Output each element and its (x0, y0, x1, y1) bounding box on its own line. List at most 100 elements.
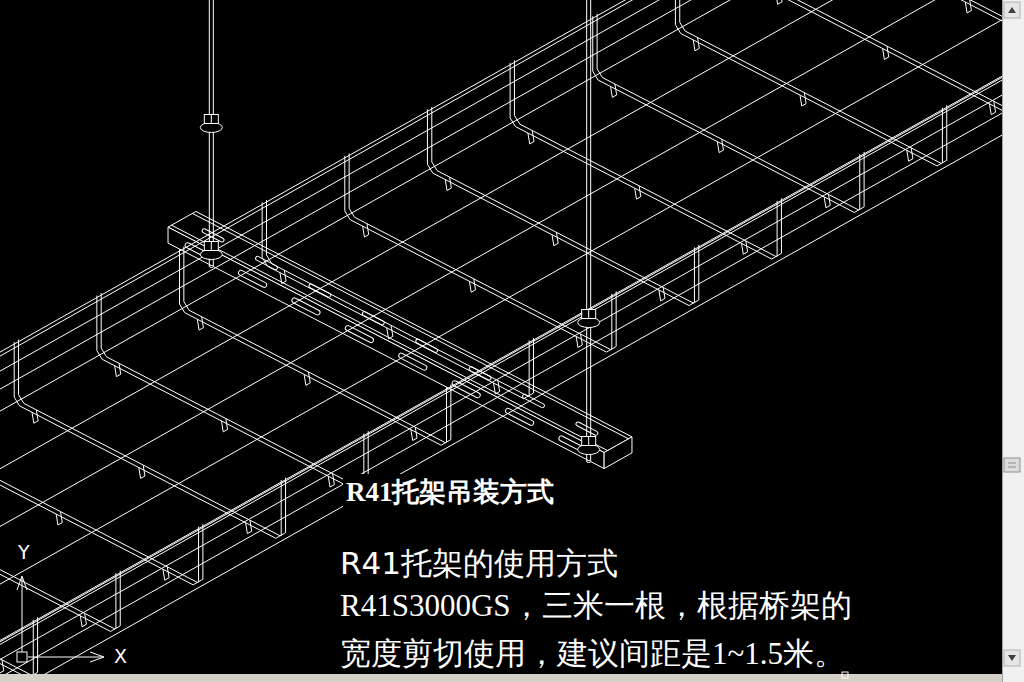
tray-bottom-bend (552, 232, 558, 245)
threaded-rod (213, 0, 214, 266)
threaded-rod (586, 0, 587, 462)
axis-label: Y (18, 541, 30, 563)
tray-bottom-bend (328, 474, 334, 487)
scrollbar-border (1002, 0, 1003, 682)
tray-longitudinal-wire (0, 0, 945, 621)
tray-longitudinal-wire (0, 0, 1002, 674)
tray-cross-wire (923, 0, 1002, 26)
hex-nut-edge (211, 241, 212, 250)
tray-bottom-bend (742, 241, 748, 254)
tray-cross-wire (345, 156, 612, 352)
tray-cross-wire (0, 435, 116, 631)
tray-cross-wire (267, 200, 534, 396)
hex-nut-edge (211, 114, 212, 123)
tray-cross-wire (0, 389, 199, 585)
tray-bottom-bend (693, 37, 699, 50)
bracket-slot (455, 383, 478, 395)
tray-bottom-bend (717, 139, 723, 152)
note-body: R41S3000GS，三米一根，根据桥架的 宽度剪切使用，建议间距是1~1.5米… (340, 582, 940, 678)
tray-bottom-bend (494, 381, 500, 394)
tray-cross-wire (841, 0, 1002, 73)
rod-end (209, 265, 213, 267)
tray-bottom-bend (246, 520, 252, 533)
axis-label: X (114, 645, 127, 667)
tray-longitudinal-wire (0, 0, 1002, 674)
tray-bottom-bend (528, 131, 534, 144)
scroll-grip (1008, 463, 1016, 464)
tray-bottom-bend (989, 101, 995, 114)
scroll-grip (1008, 467, 1016, 468)
bracket-slot (348, 328, 371, 340)
tray-cross-wire (432, 107, 699, 303)
threaded-rod (209, 0, 210, 266)
tray-longitudinal-wire (0, 17, 1002, 674)
bracket-slot (525, 396, 543, 405)
tray-longitudinal-wire (0, 0, 1002, 674)
bracket-slot (258, 258, 276, 267)
ucs-y-axis (22, 578, 23, 652)
bracket-slot (401, 356, 424, 368)
tray-cross-wire (180, 249, 447, 445)
bottom-bar (0, 674, 1002, 682)
tray-cross-wire (262, 202, 529, 398)
bracket-lip (172, 225, 608, 450)
bracket-slot (241, 273, 264, 285)
tray-bottom-bend (824, 194, 830, 207)
tray-cross-wire (928, 0, 1002, 24)
bracket-slot (258, 258, 276, 267)
tray-cross-wire (97, 296, 364, 492)
tray-bottom-bend (576, 334, 582, 347)
tray-bottom-bend (32, 410, 38, 423)
tray-bottom-bend (387, 325, 393, 338)
scroll-up-button (1004, 2, 1020, 18)
scroll-down-arrow (1008, 655, 1016, 661)
tray-cross-wire (510, 63, 777, 259)
tray-longitudinal-wire (0, 0, 1002, 674)
tray-bottom-bend (611, 84, 617, 97)
hex-nut-edge (588, 437, 589, 446)
rod-end (587, 461, 591, 463)
tray-bottom-bend (280, 270, 286, 283)
threaded-rod (590, 0, 591, 462)
tray-bottom-bend (304, 372, 310, 385)
tray-bottom-bend (139, 465, 145, 478)
ucs-origin-box (17, 652, 27, 662)
tray-cross-wire (14, 342, 281, 538)
tray-bottom-bend (221, 419, 227, 432)
tray-bottom-bend (56, 512, 62, 525)
tray-cross-wire (184, 247, 451, 443)
tray-cross-wire (0, 386, 203, 582)
bracket-end-face (604, 437, 632, 469)
hex-nut (582, 310, 596, 319)
scrollbar-track (1002, 0, 1024, 682)
ucs-x-axis (28, 657, 102, 658)
tray-cross-wire (19, 340, 286, 536)
tray-bottom-bend (363, 224, 369, 237)
note-heading: R41托架的使用方式 (340, 543, 618, 585)
ucs-x-arrow (90, 652, 104, 662)
tray-cross-wire (597, 14, 864, 210)
ucs-y-arrow (17, 576, 27, 590)
tray-cross-wire (680, 0, 947, 163)
tray-cross-wire (845, 0, 1002, 70)
tray-bottom-bend (80, 613, 86, 626)
bracket-slot (525, 396, 543, 405)
bracket-slot (455, 383, 478, 395)
bracket-slot (294, 300, 317, 312)
tray-bottom-bend (445, 177, 451, 190)
hex-nut-edge (588, 310, 589, 319)
tray-longitudinal-wire (0, 0, 999, 671)
bracket-slot (508, 411, 531, 423)
tray-cross-wire (349, 153, 616, 349)
tray-bottom-bend (0, 660, 4, 673)
tray-bottom-bend (800, 93, 806, 106)
drawing-title: R41托架吊装方式 (343, 474, 558, 510)
bracket-lip (192, 213, 628, 438)
tray-bottom-bend (197, 317, 203, 330)
tray-bottom-bend (965, 0, 971, 13)
tray-cross-wire (514, 60, 781, 256)
tray-cross-wire (762, 0, 1002, 117)
tray-bottom-bend (907, 148, 913, 161)
hex-nut (204, 114, 218, 123)
